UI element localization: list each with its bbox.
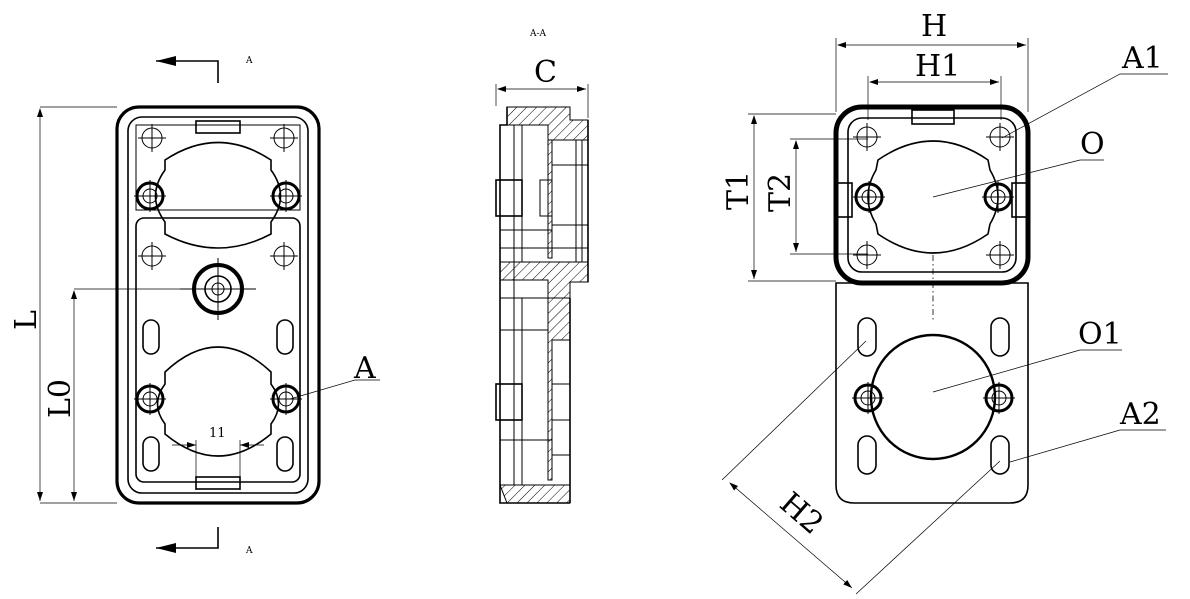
dim-T1-label: T1	[721, 171, 756, 210]
hole-icon	[269, 241, 299, 271]
slot	[276, 436, 294, 472]
section-mark-bottom: A	[245, 546, 253, 556]
section-mark-top: A	[245, 56, 253, 66]
callout-O: O	[1080, 127, 1105, 162]
slot	[990, 317, 1010, 357]
hole-icon	[985, 122, 1015, 152]
dim-L-label: L	[9, 310, 44, 330]
dim-H1-label: H1	[915, 49, 960, 84]
boss-hole-icon	[268, 381, 304, 417]
hole-icon	[137, 241, 167, 271]
boss-hole-icon	[268, 178, 304, 214]
boss-hole-icon	[850, 380, 886, 416]
section-title: A-A	[529, 29, 547, 39]
bottom-latch	[195, 476, 241, 490]
section-arrow-top	[156, 56, 219, 83]
dim-C-label: C	[534, 55, 557, 90]
slot	[276, 319, 294, 355]
callout-A2: A2	[1119, 397, 1161, 432]
front-outer-outline	[115, 105, 321, 505]
dim-H-label: H	[921, 9, 947, 44]
boss-hole-icon	[851, 179, 887, 215]
front-view: A A	[9, 56, 380, 556]
hole-icon	[985, 240, 1015, 270]
upper-module-outline	[833, 104, 1031, 286]
dim-T2-label: T2	[763, 173, 798, 212]
boss-hole-icon	[981, 380, 1017, 416]
section-view: A-A C	[495, 29, 589, 504]
right-view: H H1 T1 T2	[721, 9, 1168, 595]
dim-11-label: 11	[209, 426, 226, 441]
slot	[990, 435, 1010, 475]
slot	[857, 435, 877, 475]
section-arrow-bottom	[156, 527, 219, 553]
slot	[142, 436, 160, 472]
top-latch	[195, 120, 241, 134]
boss-hole-icon	[132, 178, 168, 214]
hole-icon	[137, 123, 167, 153]
lower-opening	[156, 346, 280, 457]
callout-O1: O1	[1078, 317, 1122, 352]
front-inner-outline	[127, 116, 309, 494]
boss-hole-icon	[980, 179, 1016, 215]
boss-hole-icon	[132, 381, 168, 417]
callout-A: A	[353, 351, 376, 386]
upper-opening	[154, 141, 282, 249]
callout-A1: A1	[1121, 41, 1163, 76]
hole-icon	[852, 122, 882, 152]
dim-L0-label: L0	[43, 379, 78, 418]
hole-icon	[269, 123, 299, 153]
opening-O	[867, 140, 999, 254]
opening-O1	[869, 333, 997, 461]
slot	[857, 317, 877, 357]
dim-H2-label: H2	[773, 486, 830, 542]
slot	[142, 319, 160, 355]
hole-icon	[852, 240, 882, 270]
